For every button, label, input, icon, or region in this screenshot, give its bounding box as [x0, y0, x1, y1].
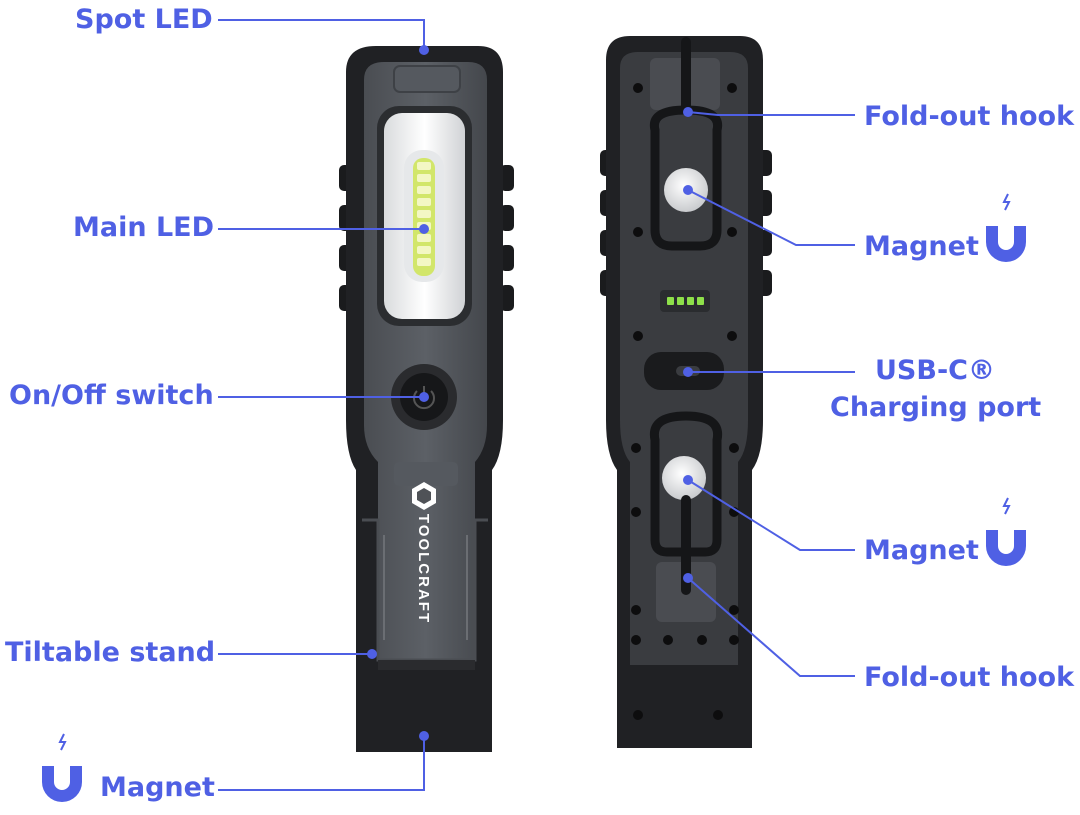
- back-view-flashlight: [600, 36, 772, 748]
- callout-dots: [367, 45, 693, 741]
- usb-c-label-line1: USB-C®: [875, 355, 995, 386]
- magnet-bottom-label: Magnet: [864, 535, 979, 566]
- main-led-label: Main LED: [73, 212, 215, 243]
- magnet-icon: [986, 193, 1026, 262]
- tiltable-stand-label: Tiltable stand: [5, 637, 216, 668]
- spot-led-label: Spot LED: [75, 4, 213, 35]
- fold-out-hook-bottom-label: Fold-out hook: [864, 662, 1075, 693]
- brand-logo-text: TOOLCRAFT: [415, 513, 432, 625]
- magnet-label-left: Magnet: [100, 772, 215, 803]
- fold-out-hook-top-label: Fold-out hook: [864, 101, 1075, 132]
- toolcraft-logo: [412, 482, 436, 510]
- magnet-icon: [986, 497, 1026, 566]
- usb-c-label-line2: Charging port: [830, 392, 1042, 423]
- callout-lines: [218, 19, 855, 791]
- magnet-top-label: Magnet: [864, 231, 979, 262]
- magnet-icon: [42, 733, 82, 802]
- on-off-switch-label: On/Off switch: [9, 380, 214, 411]
